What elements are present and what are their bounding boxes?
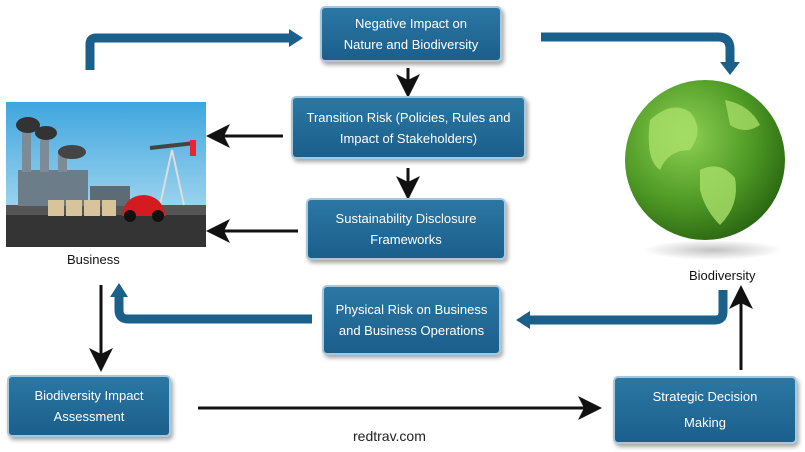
biodiversity-globe-image (625, 80, 785, 260)
bia-line-1: Biodiversity Impact (34, 388, 144, 403)
source-credit: redtrav.com (353, 428, 426, 444)
sdm-line-1: Strategic Decision (652, 389, 758, 404)
physical-risk-box: Physical Risk on Business and Business O… (322, 285, 501, 355)
transition-risk-line-2: Impact of Stakeholders) (339, 130, 478, 146)
biodiversity-impact-assessment-box: Biodiversity Impact Assessment (7, 375, 171, 437)
negative-impact-line-2: Nature and Biodiversity (343, 37, 479, 52)
biodiversity-label: Biodiversity (689, 268, 756, 283)
negative-impact-box: Negative Impact on Nature and Biodiversi… (320, 6, 502, 62)
transition-risk-box: Transition Risk (Policies, Rules and Imp… (291, 96, 526, 159)
arrow-head (289, 29, 303, 47)
strategic-decision-making-box: Strategic Decision Making (613, 376, 797, 444)
negative-impact-line-1: Negative Impact on (354, 16, 467, 31)
sustainability-disclosure-box: Sustainability Disclosure Frameworks (306, 198, 506, 260)
black-arrows (89, 68, 753, 420)
transition-risk-line-1: Transition Risk (Policies, Rules and (306, 109, 511, 125)
sdm-line-2: Making (684, 415, 726, 430)
flow-arrows (85, 29, 740, 329)
business-label: Business (67, 252, 120, 267)
business-image (6, 102, 206, 247)
sustainability-line-1: Sustainability Disclosure (335, 211, 477, 226)
bia-line-2: Assessment (53, 409, 125, 424)
physical-risk-line-2: and Business Operations (338, 323, 485, 338)
sustainability-line-2: Frameworks (370, 232, 442, 247)
physical-risk-line-1: Physical Risk on Business (335, 302, 488, 317)
